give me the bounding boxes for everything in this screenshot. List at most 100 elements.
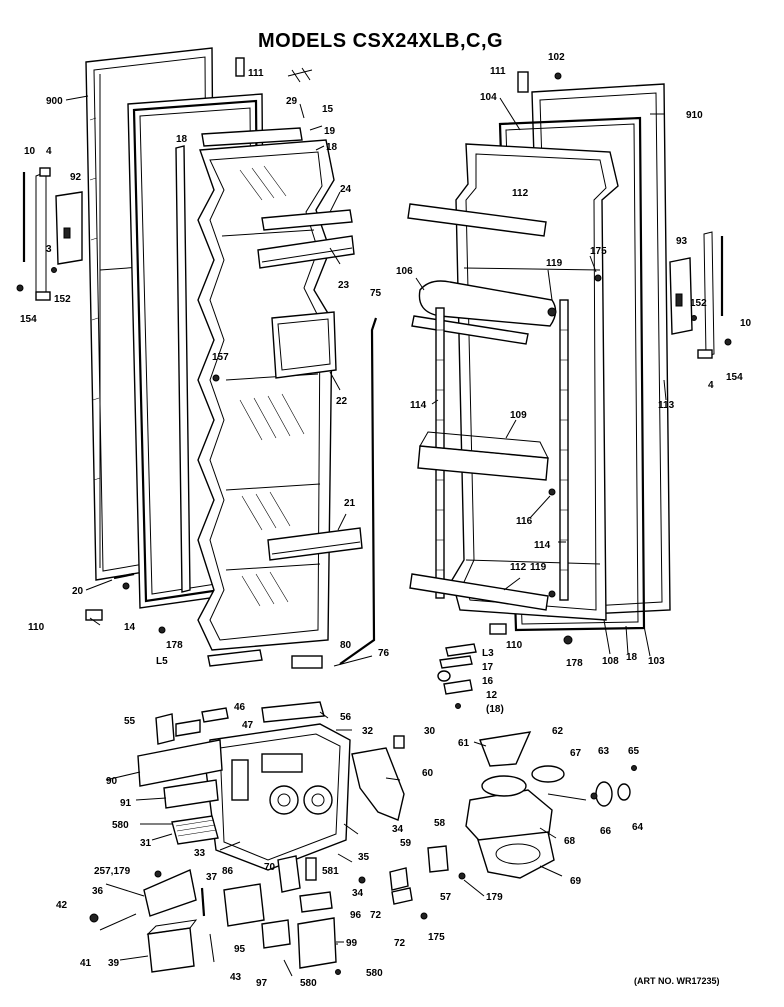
part-30 xyxy=(393,735,405,749)
callout-43: 43 xyxy=(230,972,242,983)
callout-65: 65 xyxy=(628,746,640,757)
callout-175-right: 175 xyxy=(590,246,607,257)
callout-92: 92 xyxy=(70,172,82,183)
dispenser-housing-32 xyxy=(205,723,351,871)
callout-66: 66 xyxy=(600,826,612,837)
callout-113: 113 xyxy=(658,400,675,411)
shelf-bar-112-bottom xyxy=(409,573,549,611)
fresh-food-liner xyxy=(451,143,619,621)
callout-20: 20 xyxy=(72,586,84,597)
callout-72-lower: 72 xyxy=(394,938,406,949)
callout-102: 102 xyxy=(548,52,565,63)
callout-58: 58 xyxy=(434,818,446,829)
freezer-panel-22 xyxy=(271,311,337,379)
callout-34-lower: 34 xyxy=(352,888,364,899)
callout-18-left: 18 xyxy=(176,134,188,145)
switch-86 xyxy=(223,883,265,927)
callout-93: 93 xyxy=(676,236,688,247)
callout-179: 179 xyxy=(486,892,503,903)
chute-60 xyxy=(351,747,405,821)
callout-41: 41 xyxy=(80,958,92,969)
callout-36: 36 xyxy=(92,886,104,897)
panel-90 xyxy=(137,739,223,787)
callout-18-paren: (18) xyxy=(486,704,504,715)
callout-257-179: 257,179 xyxy=(94,866,131,877)
callout-10-right: 10 xyxy=(740,318,752,329)
callout-108: 108 xyxy=(602,656,619,667)
callout-110-left: 110 xyxy=(28,622,45,633)
hinge-plate-l5 xyxy=(207,649,263,667)
part-110-right xyxy=(489,623,507,635)
callout-91: 91 xyxy=(120,798,132,809)
shelf-bar-112-top xyxy=(407,203,547,237)
callout-37: 37 xyxy=(206,872,218,883)
callout-580-right: 580 xyxy=(366,968,383,979)
callout-111-left: 111 xyxy=(248,68,264,79)
callout-581: 581 xyxy=(322,866,339,877)
callout-69: 69 xyxy=(570,876,582,887)
drip-grille-31 xyxy=(171,815,219,845)
part-111-right xyxy=(517,71,529,93)
callout-18-right: 18 xyxy=(326,142,338,153)
callout-23: 23 xyxy=(338,280,350,291)
callout-35: 35 xyxy=(358,852,370,863)
callout-22: 22 xyxy=(336,396,348,407)
callout-12: 12 xyxy=(486,690,498,701)
part-95 xyxy=(261,919,291,949)
part-72-upper xyxy=(391,887,413,905)
callout-90: 90 xyxy=(106,776,118,787)
callout-106: 106 xyxy=(396,266,413,277)
shaft-67 xyxy=(547,793,587,801)
rod-76 xyxy=(333,655,373,667)
art-number: (ART NO. WR17235) xyxy=(634,976,720,986)
callout-119-bottom: 119 xyxy=(530,562,547,573)
callout-99: 99 xyxy=(346,938,358,949)
part-29 xyxy=(287,67,313,83)
callout-110-right: 110 xyxy=(506,640,523,651)
callout-62: 62 xyxy=(552,726,564,737)
funnel-61 xyxy=(479,731,532,767)
callout-116: 116 xyxy=(516,516,533,527)
callout-21: 21 xyxy=(344,498,356,509)
callout-14: 14 xyxy=(124,622,136,633)
spring-35 xyxy=(337,853,353,863)
callout-154-right: 154 xyxy=(726,372,743,383)
callout-46: 46 xyxy=(234,702,246,713)
left-handle-parts xyxy=(16,167,83,301)
bracket-36 xyxy=(143,869,197,917)
leader-lines xyxy=(65,95,667,961)
part-96 xyxy=(299,891,333,913)
callout-60: 60 xyxy=(422,768,434,779)
freezer-door-bin-23 xyxy=(257,235,355,269)
callout-4-right: 4 xyxy=(708,380,714,391)
freezer-door-bin-21 xyxy=(267,527,363,561)
callout-86: 86 xyxy=(222,866,234,877)
callout-15: 15 xyxy=(322,104,334,115)
callout-34-upper: 34 xyxy=(392,824,404,835)
disc-62 xyxy=(531,765,565,783)
callout-labels: 900 29 15 19 18 18 10 4 92 3 152 154 24 … xyxy=(20,52,752,989)
callout-63: 63 xyxy=(598,746,610,757)
box-39 xyxy=(146,919,198,973)
callout-112-bottom: 112 xyxy=(510,562,527,573)
callout-57: 57 xyxy=(440,892,452,903)
tube-rod-75 xyxy=(339,317,378,665)
callout-70: 70 xyxy=(264,862,276,873)
callout-4: 4 xyxy=(46,146,52,157)
callout-175-lower: 175 xyxy=(428,932,445,943)
spring-34 xyxy=(343,823,359,835)
diagram-title: MODELS CSX24XLB,C,G xyxy=(258,30,504,52)
part-46 xyxy=(201,707,229,723)
callout-152-right: 152 xyxy=(690,298,707,309)
part-111-top xyxy=(235,57,245,77)
callout-47: 47 xyxy=(242,720,254,731)
freezer-liner-strip xyxy=(175,145,191,593)
part-59 xyxy=(389,867,409,891)
part-56 xyxy=(261,701,325,723)
part-37 xyxy=(200,887,206,917)
callout-3: 3 xyxy=(46,244,52,255)
part-55 xyxy=(155,713,175,745)
callout-104: 104 xyxy=(480,92,497,103)
callout-61: 61 xyxy=(458,738,470,749)
